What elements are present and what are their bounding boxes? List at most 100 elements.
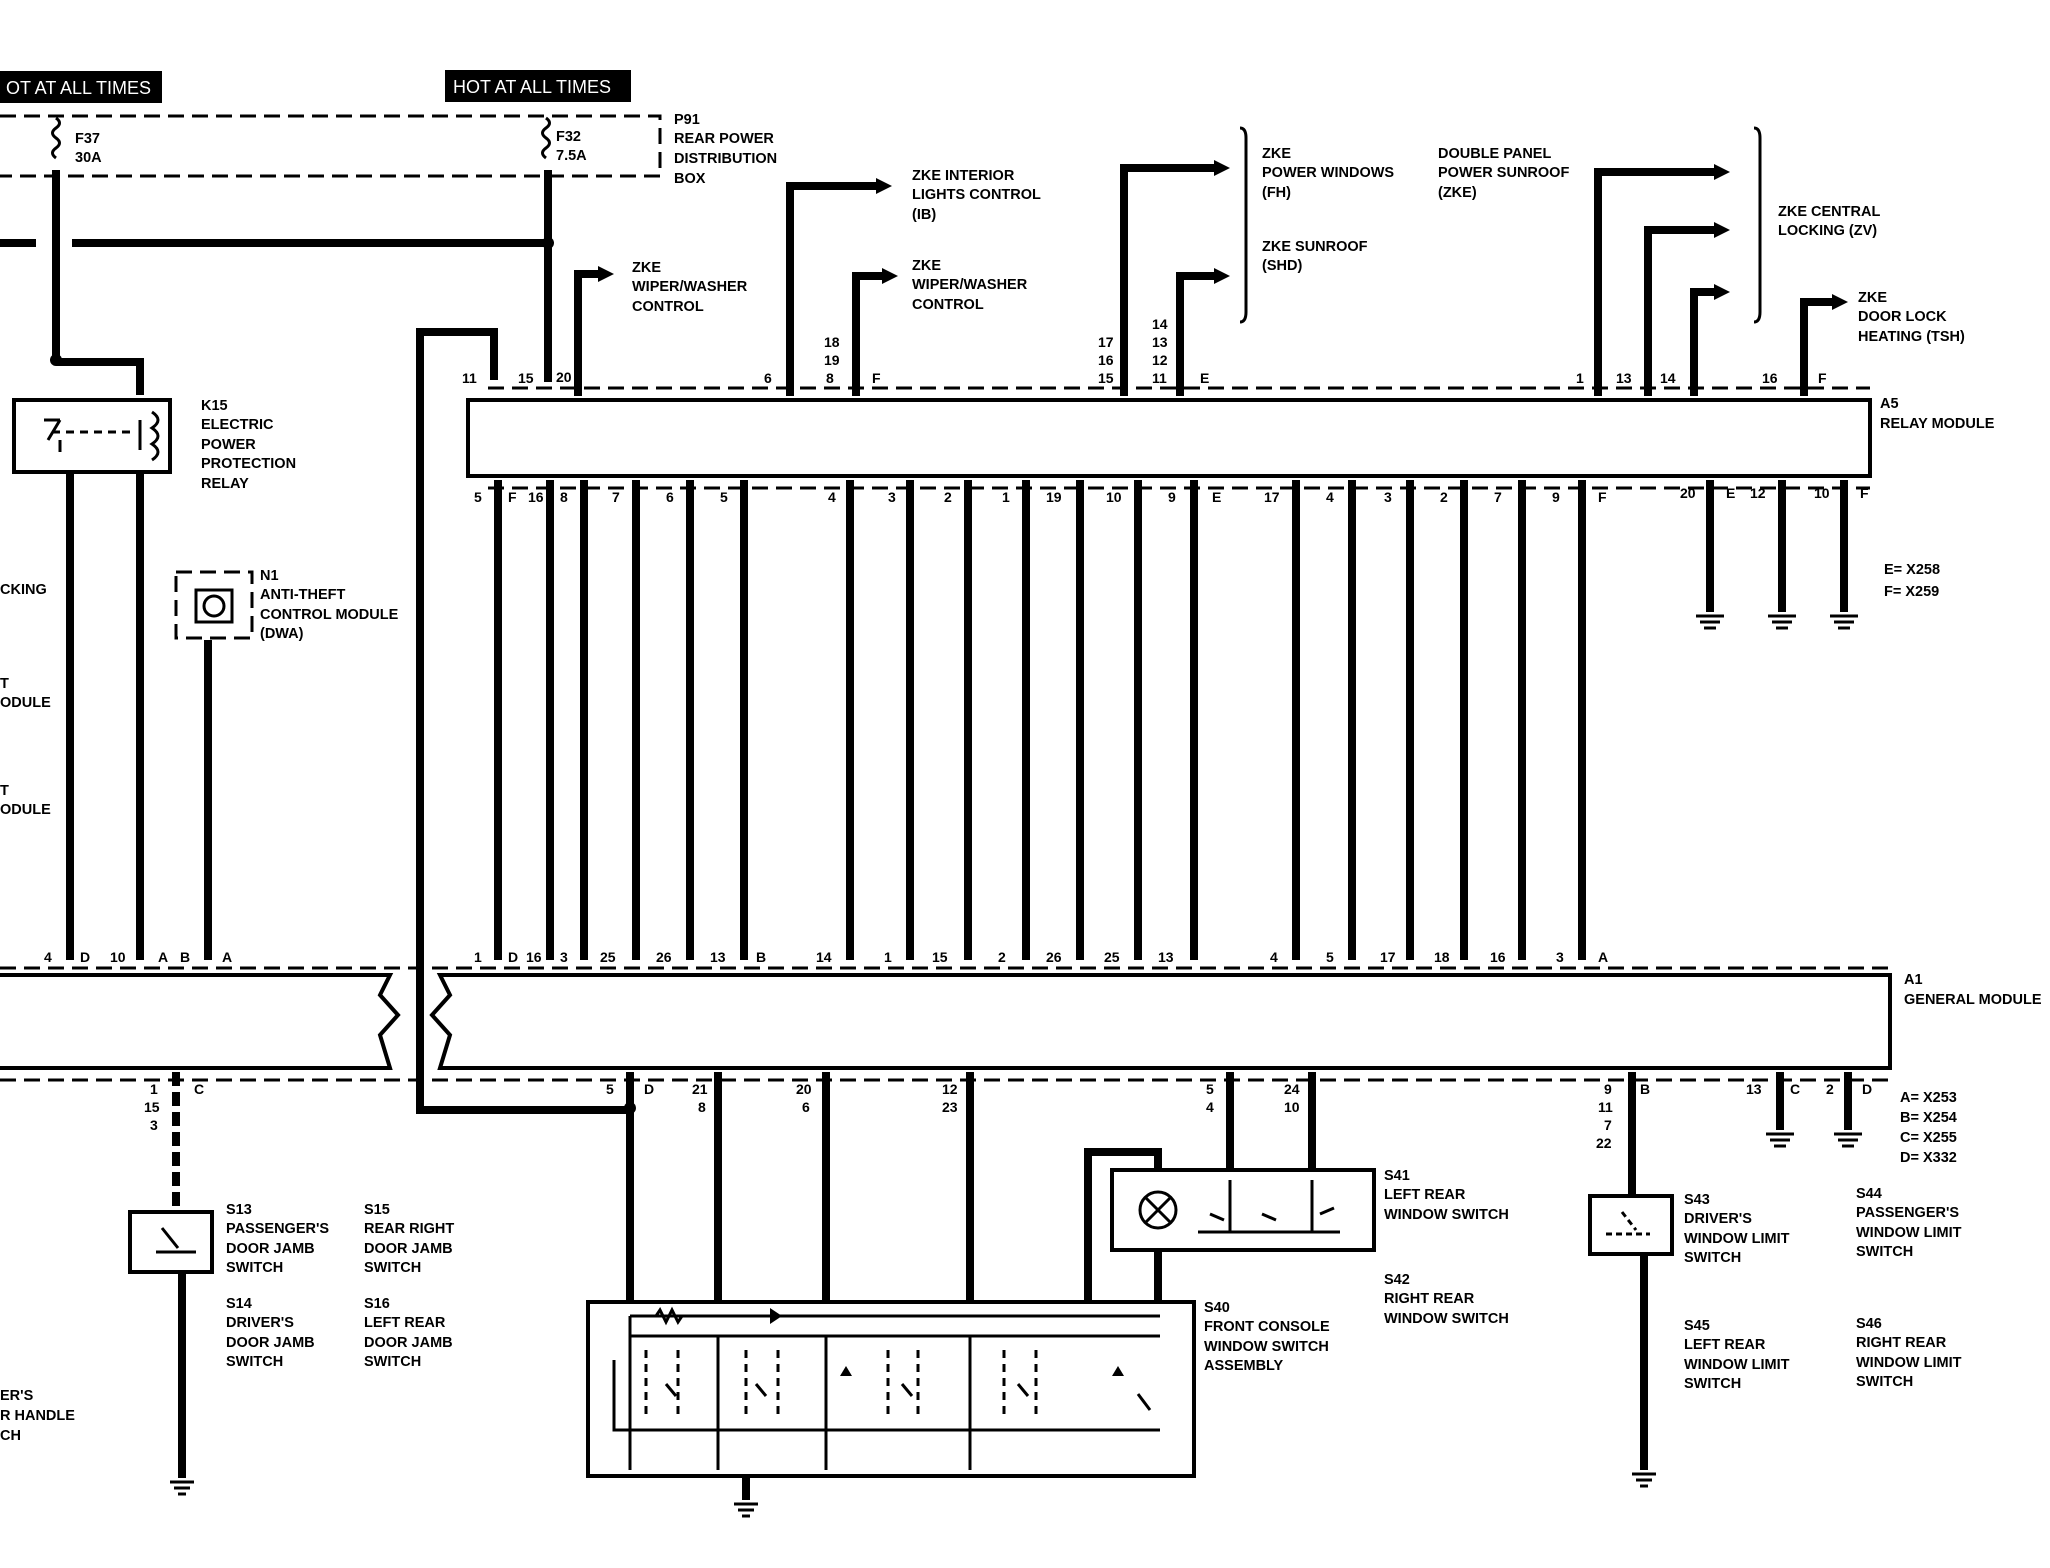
- arrow-windows-icon: [1214, 160, 1230, 176]
- a1-legend-2: C= X255: [1900, 1130, 1957, 1146]
- banner-left: OT AT ALL TIMES: [6, 78, 151, 98]
- a5-bottom-pin: 2: [1440, 489, 1448, 505]
- s44-label-3: SWITCH: [1856, 1244, 1913, 1260]
- arrow-central-2-icon: [1714, 222, 1730, 238]
- k15-label-2: POWER: [201, 437, 256, 453]
- ground-icon: [1830, 614, 1858, 630]
- a5-relay-module: [466, 398, 1872, 478]
- a1-bottom-pin: D: [644, 1081, 654, 1097]
- a1-bottom-pin: C: [194, 1081, 204, 1097]
- s13-label-1: PASSENGER'S: [226, 1221, 329, 1237]
- wiper2-label-2: CONTROL: [912, 297, 984, 313]
- left-fragment-5: ER'S: [0, 1388, 34, 1404]
- s46-label-3: SWITCH: [1856, 1374, 1913, 1390]
- a1-top-pin: D: [80, 949, 90, 965]
- a1-top-pin: 15: [932, 949, 948, 965]
- banner-center: HOT AT ALL TIMES: [453, 77, 611, 97]
- s40-switch-assembly: [586, 1300, 1196, 1478]
- s14-label-3: SWITCH: [226, 1354, 283, 1370]
- wire-windows: [1120, 164, 1214, 396]
- a5-bottom-pin: E: [1726, 485, 1735, 501]
- a5-grounds: [1696, 480, 1858, 630]
- a5-bottom-pin: 12: [1750, 485, 1766, 501]
- a5-top-pin: 14: [1152, 316, 1168, 332]
- a1-top-pin: A: [1598, 949, 1608, 965]
- left-fragment-0: CKING: [0, 582, 47, 598]
- p91-label-1: REAR POWER: [674, 131, 774, 147]
- k15-label-3: PROTECTION: [201, 456, 296, 472]
- interior-label-0: ZKE INTERIOR: [912, 168, 1015, 184]
- s16-label-3: SWITCH: [364, 1354, 421, 1370]
- sunroof-label-1: (SHD): [1262, 258, 1302, 274]
- wire-central-3: [1690, 288, 1714, 396]
- a1-bottom-pin: 15: [144, 1099, 160, 1115]
- s13-label-0: S13: [226, 1202, 252, 1218]
- n1-label-0: N1: [260, 568, 279, 584]
- s16-label-1: LEFT REAR: [364, 1315, 446, 1331]
- a5-bottom-pin: 5: [720, 489, 728, 505]
- a5-bottom-pin: 4: [828, 489, 836, 505]
- a1-legend-0: A= X253: [1900, 1090, 1957, 1106]
- a5-bottom-pins: 5 F 16 8 7 6 5 4 3 2 1 19 10 9 E 17 4 3 …: [474, 485, 1869, 505]
- wiper2-label-1: WIPER/WASHER: [912, 277, 1028, 293]
- a5-top-pin: 1: [1576, 370, 1584, 386]
- fuse-f32-rating: 7.5A: [556, 148, 587, 164]
- fuse-f37-icon: [51, 116, 61, 160]
- a1-bottom-pin: B: [1640, 1081, 1650, 1097]
- sunroof-label-0: ZKE SUNROOF: [1262, 239, 1368, 255]
- s14-label-2: DOOR JAMB: [226, 1335, 315, 1351]
- s45-label-3: SWITCH: [1684, 1376, 1741, 1392]
- a1-top-pin: 3: [1556, 949, 1564, 965]
- a5-bottom-pin: 20: [1680, 485, 1696, 501]
- a1-bottom-pin: 12: [942, 1081, 958, 1097]
- wire-s40-5: [1084, 1148, 1162, 1302]
- a5-top-pin: 19: [824, 352, 840, 368]
- s44-label-0: S44: [1856, 1186, 1882, 1202]
- ground-icon: [1834, 1132, 1862, 1148]
- a1-bottom-pin: 5: [1206, 1081, 1214, 1097]
- arrow-wiper2-icon: [882, 268, 898, 284]
- a5-bottom-pin: F: [508, 489, 517, 505]
- a1-top-pin: B: [756, 949, 766, 965]
- k15-switch-contact: [44, 418, 142, 452]
- windows-label-1: POWER WINDOWS: [1262, 165, 1394, 181]
- a5-top-pin: 17: [1098, 334, 1114, 350]
- a1-bottom-pin: 4: [1206, 1099, 1214, 1115]
- a5-bottom-pin: 6: [666, 489, 674, 505]
- a5-top-pin: 13: [1616, 370, 1632, 386]
- wire-interior: [786, 182, 876, 396]
- s13-label-2: DOOR JAMB: [226, 1241, 315, 1257]
- a5-top-pin: 15: [1098, 370, 1114, 386]
- s42-label-2: WINDOW SWITCH: [1384, 1311, 1509, 1327]
- s15-label-2: DOOR JAMB: [364, 1241, 453, 1257]
- s44-label-1: PASSENGER'S: [1856, 1205, 1959, 1221]
- a5-bottom-pin: 3: [1384, 489, 1392, 505]
- fuse-f32-icon: [541, 116, 551, 160]
- fuse-f32-name: F32: [556, 129, 581, 145]
- a1-top-pin: 10: [110, 949, 126, 965]
- a1-top-pin: 5: [1326, 949, 1334, 965]
- a5-top-pin: 18: [824, 334, 840, 350]
- n1-label-2: CONTROL MODULE: [260, 607, 399, 623]
- a1-bottom-pin: 24: [1284, 1081, 1300, 1097]
- ground-icon: [170, 1480, 194, 1496]
- s46-label-1: RIGHT REAR: [1856, 1335, 1947, 1351]
- s15-label-1: REAR RIGHT: [364, 1221, 454, 1237]
- a1-top-pin: 13: [1158, 949, 1174, 965]
- a1-bottom-pin: 5: [606, 1081, 614, 1097]
- s40-internal-circuit-icon: [612, 1306, 1160, 1470]
- a5-bottom-pin: 4: [1326, 489, 1334, 505]
- s15-label-3: SWITCH: [364, 1260, 421, 1276]
- s40-label-1: FRONT CONSOLE: [1204, 1319, 1330, 1335]
- double-label-0: DOUBLE PANEL: [1438, 146, 1551, 162]
- s40-circuit-lines: [612, 1314, 1160, 1470]
- a1-bottom-pin: 13: [1746, 1081, 1762, 1097]
- a5-label-0: A5: [1880, 396, 1899, 412]
- n1-dashed-box: [174, 570, 254, 640]
- a5-top-pin: F: [872, 370, 881, 386]
- a1-top-pins: 4 D 10 A B A 1 D 16 3 25 26 13 B 14 1 15…: [44, 949, 1608, 965]
- a1-label-0: A1: [1904, 972, 1923, 988]
- a5-bottom-pin: 9: [1552, 489, 1560, 505]
- a5-a1-wire-bundle: [494, 480, 1586, 960]
- arrow-interior-icon: [876, 178, 892, 194]
